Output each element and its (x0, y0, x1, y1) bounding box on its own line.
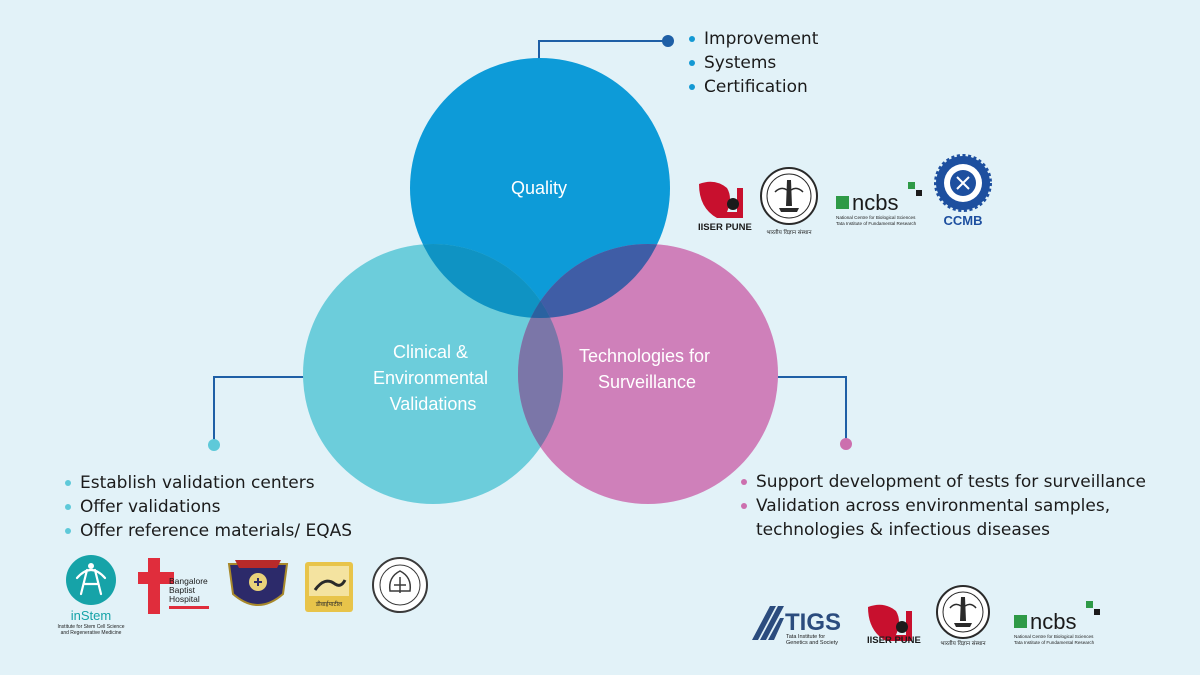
overlap-quality-clinical (410, 244, 563, 318)
technology-connector-dot (840, 438, 852, 450)
seal-lamp-icon (779, 180, 799, 212)
college-crest-logo (227, 560, 289, 606)
quality-points-list: Improvement Systems Certification (688, 27, 818, 99)
tigs-logo-line: Tata Institute for (786, 634, 825, 640)
ncbs-logo-line: Tata Institute of Fundamental Research (836, 221, 917, 226)
technology-connector (754, 376, 847, 443)
bangalore-baptist-hospital-logo: Bangalore Baptist Hospital (138, 558, 209, 614)
ncbs-logo: ncbs National Centre for Biological Scie… (836, 182, 922, 226)
technologies-label: Technologies for Surveillance (579, 346, 715, 392)
seal-caption: भारतीय विज्ञान संस्थान (766, 229, 812, 236)
instem-logo: inStem Institute for Stem Cell Science a… (58, 555, 125, 636)
institution-seal-logo (372, 557, 428, 613)
bbh-logo-line: Baptist (169, 585, 196, 595)
clinical-connector-dot (208, 439, 220, 451)
quality-connector-dot (662, 35, 674, 47)
iiser-logo-text: IISER PUNE (698, 222, 752, 233)
iiser-dot-icon (896, 621, 908, 633)
ncbs-logo-name: ncbs (1030, 609, 1076, 634)
clinical-points-list: Establish validation centers Offer valid… (64, 471, 352, 543)
technology-points-list: Support development of tests for surveil… (740, 470, 1170, 542)
clinical-label: Clinical & Environmental Validations (373, 342, 493, 414)
dy-patil-logo-text: डीवाईपाटील (315, 600, 343, 608)
ccmb-logo: CCMB (934, 154, 992, 228)
technologies-label-line: Technologies for (579, 346, 710, 366)
ncbs-logo-2: ncbs National Centre for Biological Scie… (1014, 601, 1100, 645)
iiser-dot-icon (727, 198, 739, 210)
tigs-logo: TIGS Tata Institute for Genetics and Soc… (752, 606, 841, 646)
tigs-mark-icon (752, 606, 784, 640)
seal-lamp-icon (954, 597, 972, 627)
iisc-seal-logo: भारतीय विज्ञान संस्थान (760, 167, 818, 236)
list-item: Validation across environmental samples,… (740, 494, 1170, 542)
ncbs-logo-name: ncbs (852, 190, 898, 215)
list-item: Establish validation centers (64, 471, 352, 495)
list-item: Improvement (688, 27, 818, 51)
list-item: Certification (688, 75, 818, 99)
ncbs-logo-line: National Centre for Biological Sciences (1014, 634, 1094, 639)
list-item: Offer validations (64, 495, 352, 519)
iiser-flame-icon (868, 604, 912, 641)
ncbs-mark-icon (1014, 615, 1027, 628)
clinical-connector (213, 376, 326, 443)
clinical-label-line: Validations (390, 394, 477, 414)
instem-logo-line: and Regenerative Medicine (61, 630, 122, 636)
instem-icon (66, 555, 116, 605)
seal-caption: भारतीय विज्ञान संस्थान (940, 640, 986, 647)
quality-label: Quality (511, 178, 567, 198)
iiser-flame-icon (699, 181, 743, 218)
iiser-logo-text: IISER PUNE (867, 635, 921, 646)
instem-logo-line: Institute for Stem Cell Science (58, 624, 125, 630)
ccmb-logo-text: CCMB (944, 213, 983, 228)
hospital-cross-icon (138, 558, 174, 614)
iiser-pune-logo: IISER PUNE (698, 181, 752, 233)
list-item: Offer reference materials/ EQAS (64, 519, 352, 543)
ncbs-logo-line: Tata Institute of Fundamental Research (1014, 640, 1095, 645)
tigs-logo-name: TIGS (785, 609, 841, 636)
list-item: Systems (688, 51, 818, 75)
instem-logo-name: inStem (71, 608, 111, 623)
dy-patil-logo: डीवाईपाटील (305, 562, 353, 612)
ncbs-mark-icon (836, 196, 849, 209)
overlap-quality-technologies (518, 244, 670, 318)
iiser-pune-logo-2: IISER PUNE (867, 604, 921, 646)
clinical-label-line: Clinical & (393, 342, 468, 362)
clinical-label-line: Environmental (373, 368, 488, 388)
bbh-logo-line: Bangalore (169, 576, 208, 586)
ncbs-logo-line: National Centre for Biological Sciences (836, 215, 916, 220)
bbh-logo-line: Hospital (169, 594, 200, 604)
iisc-seal-logo-2: भारतीय विज्ञान संस्थान (936, 585, 990, 647)
tigs-logo-line: Genetics and Society (786, 640, 838, 646)
list-item: Support development of tests for surveil… (740, 470, 1170, 494)
technologies-label-line: Surveillance (598, 372, 696, 392)
